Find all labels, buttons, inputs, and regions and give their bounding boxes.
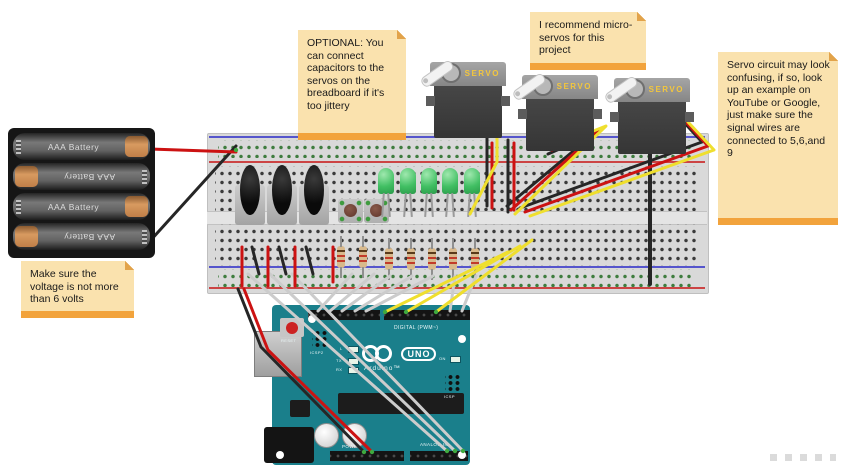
battery-spring-3: [16, 199, 21, 214]
note-optional-text: OPTIONAL: You can connect capacitors to …: [307, 37, 385, 112]
icsp-header: [445, 373, 460, 392]
battery-pack: AAA Battery AAA Battery AAA Battery AAA …: [8, 128, 155, 258]
resistor-7: [471, 238, 479, 280]
tx-label: TX: [336, 358, 342, 363]
analog-header: [410, 451, 468, 461]
servo-3-tab-right: [685, 112, 694, 122]
led-4: [442, 168, 458, 194]
breadboard-blue-rail-line-bottom: [209, 266, 705, 268]
servo-1-label: SERVO: [464, 69, 500, 78]
tx-led: [348, 358, 359, 365]
potentiometer-3: [299, 165, 329, 225]
led-5: [464, 168, 480, 194]
note-servo-circuit-text: Servo circuit may look confusing, if so,…: [727, 59, 830, 160]
uno-model-badge: UNO: [401, 346, 437, 361]
servo-2-tab-right: [593, 109, 602, 119]
breadboard-red-rail-line-top: [209, 161, 705, 163]
battery-cell-1: AAA Battery: [13, 133, 150, 160]
digital-header-left: [308, 310, 380, 320]
rx-label: RX: [336, 367, 343, 372]
battery-cell-4-tip: [15, 226, 38, 247]
battery-cell-2-label: AAA Battery: [63, 171, 116, 182]
note-recommend-servos: I recommend micro-servos for this projec…: [530, 12, 646, 70]
battery-cell-4: AAA Battery: [13, 223, 150, 250]
power-header: [330, 451, 404, 461]
breadboard-red-rail-line-bottom: [209, 287, 705, 289]
servo-2: SERVO: [511, 71, 602, 153]
rx-led: [348, 367, 359, 374]
battery-cell-3-label: AAA Battery: [47, 201, 100, 212]
servo-3-body: [618, 100, 686, 154]
mounting-hole-1: [308, 315, 316, 323]
battery-spring-1: [16, 139, 21, 154]
potentiometer-1: [235, 165, 265, 225]
resistor-5: [428, 238, 436, 280]
led-2: [400, 168, 416, 194]
note-voltage-text: Make sure the voltage is not more than 6…: [30, 268, 119, 306]
led-1: [378, 168, 394, 194]
battery-cell-1-label: AAA Battery: [47, 141, 100, 152]
voltage-regulator: [290, 400, 310, 417]
resistor-1: [337, 236, 345, 278]
resistor-4: [407, 238, 415, 280]
note-servo-circuit: Servo circuit may look confusing, if so,…: [718, 52, 838, 225]
on-led: [450, 356, 461, 363]
battery-cell-2-tip: [15, 166, 38, 187]
servo-3-tab-left: [610, 112, 619, 122]
icsp2-label: ICSP2: [310, 350, 324, 355]
reset-label: RESET: [281, 338, 297, 343]
breadboard-power-rail-bottom: [218, 269, 694, 287]
resistor-3: [385, 238, 393, 280]
arduino-logo: UNO: [362, 345, 437, 363]
mounting-hole-4: [458, 451, 466, 459]
analog-in-label: ANALOG IN: [420, 442, 449, 447]
digital-header-right: [384, 310, 470, 320]
battery-spring-2: [142, 169, 147, 184]
battery-cell-2: AAA Battery: [13, 163, 150, 190]
capacitor-1: [314, 423, 339, 448]
battery-cell-1-tip: [125, 136, 148, 157]
potentiometer-2: [267, 165, 297, 225]
servo-1-tab-left: [426, 96, 435, 106]
resistor-2: [359, 236, 367, 278]
power-label: POWER: [342, 444, 362, 449]
watermark: [770, 454, 836, 461]
battery-cell-3-tip: [125, 196, 148, 217]
led-3: [421, 168, 437, 194]
arduino-brand: Arduino™: [364, 365, 401, 372]
l-led: [348, 346, 359, 353]
servo-3-label: SERVO: [648, 85, 684, 94]
resistor-6: [449, 238, 457, 280]
power-jack: [264, 427, 314, 463]
note-optional-capacitors: OPTIONAL: You can connect capacitors to …: [298, 30, 406, 140]
note-voltage-warning: Make sure the voltage is not more than 6…: [21, 261, 134, 318]
mounting-hole-2: [458, 335, 466, 343]
battery-spring-4: [142, 229, 147, 244]
logo-ring-plus: [375, 345, 392, 363]
mounting-hole-3: [276, 451, 284, 459]
servo-1-tab-right: [501, 96, 510, 106]
on-label: ON: [439, 356, 446, 361]
servo-1-body: [434, 84, 502, 138]
icsp-label: ICSP: [444, 394, 455, 399]
servo-2-body: [526, 97, 594, 151]
servo-2-label: SERVO: [556, 82, 592, 91]
servo-3: SERVO: [603, 74, 694, 156]
note-recommend-text: I recommend micro-servos for this projec…: [539, 19, 633, 57]
battery-cell-3: AAA Battery: [13, 193, 150, 220]
arduino-uno-board: RESET DIGITAL (PWM~) ICSP2 L TX RX UNO A…: [254, 305, 470, 465]
l-led-label: L: [340, 346, 343, 351]
battery-cell-4-label: AAA Battery: [63, 231, 116, 242]
pushbutton-2: [364, 199, 389, 223]
icsp2-header: [312, 329, 327, 348]
servo-2-tab-left: [518, 109, 527, 119]
reset-button: [280, 318, 304, 337]
digital-label: DIGITAL (PWM~): [394, 325, 439, 331]
pushbutton-1: [338, 199, 363, 223]
servo-1: SERVO: [419, 58, 510, 140]
